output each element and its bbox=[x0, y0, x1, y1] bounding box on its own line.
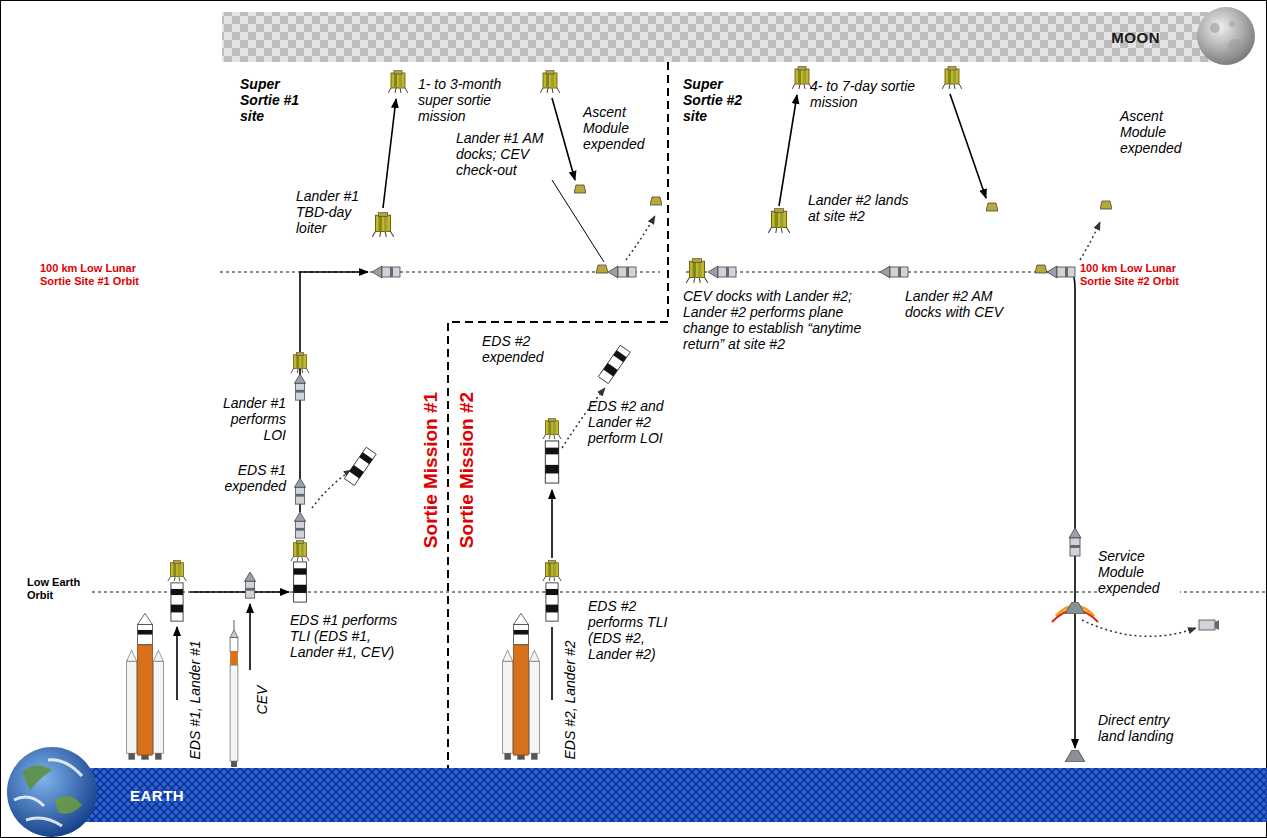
lander-icon bbox=[540, 70, 560, 93]
cev-icon bbox=[708, 266, 736, 278]
cev-icon bbox=[880, 266, 908, 278]
ascent-module-icon bbox=[986, 203, 998, 211]
band-label: MOON bbox=[1111, 29, 1160, 46]
band: EARTH bbox=[85, 768, 1267, 822]
moon-band bbox=[222, 7, 1255, 65]
annotation: Lander #1 AM docks; CEV check-out bbox=[456, 130, 550, 178]
annotation: Sortie Mission #1 bbox=[420, 392, 441, 548]
trajectory-arrows bbox=[177, 94, 1075, 748]
ascent-module-icon bbox=[1100, 201, 1112, 209]
lander-icon bbox=[686, 258, 708, 283]
lander-icon bbox=[792, 66, 812, 89]
annotation: EDS #1 performs TLI (EDS #1, Lander #1, … bbox=[290, 612, 398, 660]
annotation: 100 km Low Lunar Sortie Site #2 Orbit bbox=[1080, 262, 1204, 288]
service-module-icon bbox=[1199, 620, 1219, 630]
annotation: CEV bbox=[254, 686, 270, 715]
eds-icon bbox=[294, 562, 307, 602]
annotation: Sortie Mission #2 bbox=[456, 392, 477, 548]
annotation: Ascent Module expended bbox=[583, 104, 651, 152]
ascent-module-icon bbox=[650, 197, 662, 205]
heavy-launcher bbox=[127, 613, 164, 759]
cev-icon bbox=[294, 512, 305, 538]
band-label: EARTH bbox=[130, 787, 184, 804]
annotation: Lander #2 AM docks with CEV bbox=[905, 288, 1017, 320]
eds-icon bbox=[598, 345, 630, 383]
cev-icon bbox=[294, 374, 305, 400]
eds-icon bbox=[171, 583, 183, 621]
cev-icon bbox=[1069, 528, 1081, 556]
annotation: EDS #2 performs TLI (EDS #2, Lander #2) bbox=[588, 598, 680, 662]
orbit-lines bbox=[92, 272, 1267, 592]
cev-icon bbox=[608, 266, 636, 278]
cev-icon bbox=[1047, 266, 1075, 278]
vehicle-icons bbox=[127, 66, 1219, 767]
annotation: EDS #1 expended bbox=[214, 462, 286, 494]
cev-icon bbox=[294, 478, 305, 504]
crew-launcher bbox=[230, 620, 238, 767]
lander-icon bbox=[372, 212, 394, 237]
lander-icon bbox=[543, 418, 561, 439]
lander-icon bbox=[768, 208, 790, 233]
annotation: Super Sortie #2 site bbox=[683, 76, 755, 124]
eds-icon bbox=[344, 447, 376, 485]
band: MOON bbox=[222, 12, 1232, 62]
expended-arrows bbox=[312, 216, 1196, 636]
lander-icon bbox=[543, 560, 561, 581]
annotation: Super Sortie #1 site bbox=[240, 76, 312, 124]
annotation: Lander #2 lands at site #2 bbox=[808, 192, 918, 224]
annotation: EDS #2 and Lander #2 perform LOI bbox=[588, 398, 680, 446]
annotation: Direct entry land landing bbox=[1098, 712, 1188, 744]
annotation: 1- to 3-month super sortie mission bbox=[418, 76, 502, 124]
leader-line bbox=[552, 180, 604, 262]
ascent-module-icon bbox=[1035, 265, 1047, 273]
cev-icon bbox=[372, 266, 400, 278]
lander-icon bbox=[942, 66, 962, 89]
capsule-icon bbox=[1065, 750, 1085, 762]
lander-icon bbox=[291, 540, 309, 561]
annotation: EDS #2, Lander #2 bbox=[562, 640, 578, 759]
ascent-module-icon bbox=[574, 185, 586, 193]
lander-icon bbox=[168, 560, 186, 581]
eds-icon bbox=[545, 441, 558, 483]
lander-icon bbox=[388, 70, 408, 93]
annotation: EDS #2 expended bbox=[482, 333, 546, 365]
lander-icon bbox=[291, 352, 309, 373]
annotation: Lander #1 performs LOI bbox=[214, 395, 286, 443]
heavy-launcher bbox=[503, 613, 540, 759]
annotation: Service Module expended bbox=[1098, 548, 1180, 596]
eds-icon bbox=[546, 583, 558, 621]
cev-icon bbox=[244, 572, 255, 598]
annotation: CEV docks with Lander #2; Lander #2 perf… bbox=[683, 288, 873, 352]
annotation: EDS #1, Lander #1 bbox=[187, 640, 203, 759]
annotation: 100 km Low Lunar Sortie Site #1 Orbit bbox=[40, 262, 164, 288]
annotation: 4- to 7-day sortie mission bbox=[810, 78, 935, 110]
annotation: Lander #1 TBD-day loiter bbox=[296, 188, 366, 236]
earth-band bbox=[7, 747, 1267, 837]
annotation: Low Earth Orbit bbox=[27, 576, 89, 602]
capsule-icon bbox=[1065, 602, 1085, 614]
annotation: Ascent Module expended bbox=[1120, 108, 1192, 156]
ascent-module-icon bbox=[596, 265, 608, 273]
